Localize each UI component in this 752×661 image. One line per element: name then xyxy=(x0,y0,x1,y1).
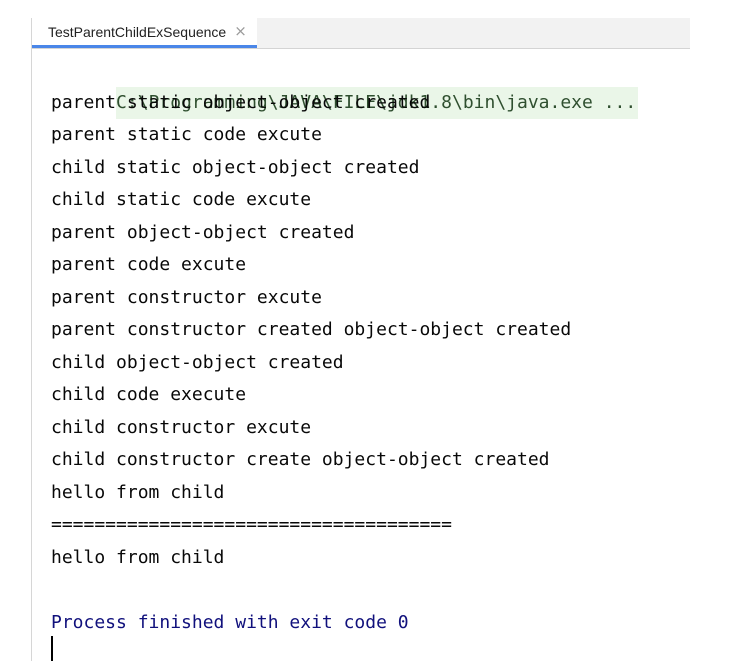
console-line: parent static code excute xyxy=(51,124,322,145)
console-line: parent static object-object created xyxy=(51,91,431,113)
console-line: child static code excute xyxy=(51,189,312,210)
tab-test-parent-child-ex-sequence[interactable]: TestParentChildExSequence × xyxy=(32,18,257,48)
console-line: hello from child xyxy=(51,481,225,503)
console-output[interactable]: C:\Programming\JAVA\FILE\jdk1.8\bin\java… xyxy=(51,54,690,639)
console-line: parent object-object created xyxy=(51,221,355,243)
console-command-line: C:\Programming\JAVA\FILE\jdk1.8\bin\java… xyxy=(51,54,690,119)
run-tool-window: TestParentChildExSequence × C:\Programmi… xyxy=(31,18,690,661)
tab-bar: TestParentChildExSequence × xyxy=(32,18,690,49)
console-separator: ===================================== xyxy=(51,514,452,535)
console-line: child constructor excute xyxy=(51,416,312,438)
close-icon[interactable]: × xyxy=(234,22,247,40)
text-caret xyxy=(51,636,53,661)
console-blank-line xyxy=(51,574,690,607)
java-command[interactable]: C:\Programming\JAVA\FILE\jdk1.8\bin\java… xyxy=(116,86,639,119)
tab-label: TestParentChildExSequence xyxy=(48,23,227,40)
console-line: child object-object created xyxy=(51,351,344,373)
console-line: child static object-object created xyxy=(51,156,420,178)
console-line: parent constructor created object-object… xyxy=(51,319,572,340)
console-line: child code execute xyxy=(51,384,247,405)
console-line: hello from child xyxy=(51,546,225,568)
console-line: parent constructor excute xyxy=(51,286,322,308)
console-line: parent code excute xyxy=(51,254,247,275)
console-line: child constructor create object-object c… xyxy=(51,449,550,470)
process-exit-message: Process finished with exit code 0 xyxy=(51,611,409,633)
